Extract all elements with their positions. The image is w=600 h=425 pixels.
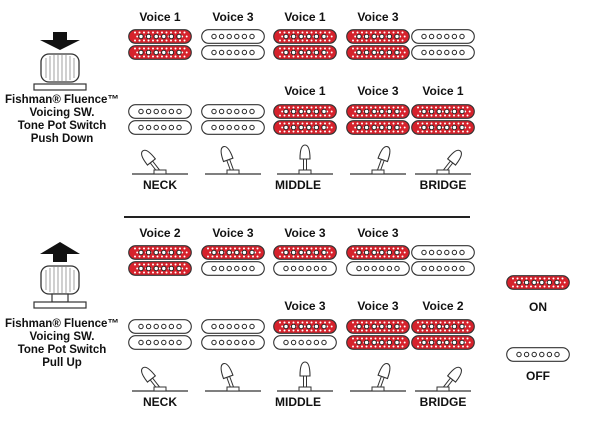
selector-switch-icon (350, 145, 406, 175)
position-label-bridge: BRIDGE (419, 395, 467, 409)
selector-switch-icon (205, 362, 261, 392)
pickup-coil-top (346, 29, 410, 44)
legend-on-coil (506, 275, 570, 290)
pickup-coil-bottom (273, 45, 337, 60)
title-line: Voicing SW. (29, 107, 95, 119)
position-label-neck: NECK (142, 178, 178, 192)
pickup-coil-top (411, 319, 475, 334)
pickup-coil-bottom (273, 335, 337, 350)
voice-label: Voice 1 (139, 10, 181, 24)
tone-knob-push-down-icon (33, 32, 87, 91)
pickup-coil-bottom (346, 261, 410, 276)
pickup-coil-top (201, 29, 265, 44)
selector-switch-icon (277, 361, 333, 392)
pickup-coil-top (346, 245, 410, 260)
selector-switch-icon (132, 366, 188, 392)
pickup-coil-bottom (201, 45, 265, 60)
voice-label: Voice 3 (357, 84, 399, 98)
legend-off-label: OFF (526, 369, 550, 383)
section-title-push-down: Fishman® Fluence™ Voicing SW. Tone Pot S… (2, 94, 122, 146)
pickup-coil-bottom (128, 335, 192, 350)
pickup-coil-top (201, 245, 265, 260)
voice-label: Voice 1 (284, 84, 326, 98)
voice-label: Voice 1 (422, 84, 464, 98)
pickup-coil-top (411, 245, 475, 260)
pickup-coil-bottom (201, 261, 265, 276)
voice-label: Voice 2 (139, 226, 181, 240)
pickup-coil-top (128, 29, 192, 44)
tone-knob-pull-up-icon (33, 242, 87, 309)
legend-off-coil (506, 347, 570, 362)
voice-label: Voice 3 (212, 10, 254, 24)
voice-label: Voice 3 (284, 299, 326, 313)
pickup-coil-bottom (128, 45, 192, 60)
pickup-coil-bottom (128, 120, 192, 135)
pickup-coil-bottom (128, 261, 192, 276)
pickup-coil-bottom (346, 335, 410, 350)
pickup-coil-top (201, 104, 265, 119)
section-divider (124, 216, 470, 218)
selector-switch-icon (277, 144, 333, 175)
pickup-coil-top (273, 245, 337, 260)
pickup-coil-bottom (411, 120, 475, 135)
pickup-coil-bottom (346, 45, 410, 60)
pickup-coil-bottom (411, 45, 475, 60)
selector-switch-icon (415, 149, 471, 175)
title-line: Fishman® Fluence™ (5, 94, 119, 106)
pickup-coil-bottom (411, 335, 475, 350)
pickup-coil-bottom (201, 120, 265, 135)
title-line: Tone Pot Switch (17, 120, 107, 132)
title-line: Tone Pot Switch (17, 344, 107, 356)
position-label-middle: MIDDLE (275, 395, 321, 409)
position-label-neck: NECK (142, 395, 178, 409)
pickup-coil-top (273, 319, 337, 334)
position-label-middle: MIDDLE (275, 178, 321, 192)
pickup-coil-bottom (411, 261, 475, 276)
title-line: Pull Up (42, 357, 82, 369)
voice-label: Voice 2 (422, 299, 464, 313)
voice-label: Voice 3 (357, 299, 399, 313)
voice-label: Voice 3 (284, 226, 326, 240)
pickup-coil-bottom (201, 335, 265, 350)
pickup-coil-top (128, 104, 192, 119)
pickup-coil-top (346, 104, 410, 119)
pickup-coil-top (346, 319, 410, 334)
pickup-coil-top (201, 319, 265, 334)
title-line: Fishman® Fluence™ (5, 318, 119, 330)
legend-on-label: ON (529, 300, 547, 314)
title-line: Voicing SW. (29, 331, 95, 343)
voice-label: Voice 3 (357, 226, 399, 240)
pickup-coil-top (273, 29, 337, 44)
pickup-coil-top (411, 104, 475, 119)
pickup-coil-bottom (346, 120, 410, 135)
selector-switch-icon (205, 145, 261, 175)
selector-switch-icon (132, 149, 188, 175)
position-label-bridge: BRIDGE (419, 178, 467, 192)
pickup-coil-bottom (273, 120, 337, 135)
voice-label: Voice 1 (284, 10, 326, 24)
selector-switch-icon (415, 366, 471, 392)
voice-label: Voice 3 (212, 226, 254, 240)
selector-switch-icon (350, 362, 406, 392)
pickup-coil-top (273, 104, 337, 119)
pickup-coil-bottom (273, 261, 337, 276)
voice-label: Voice 3 (357, 10, 399, 24)
title-line: Push Down (30, 133, 94, 145)
pickup-coil-top (411, 29, 475, 44)
section-title-pull-up: Fishman® Fluence™ Voicing SW. Tone Pot S… (2, 318, 122, 370)
pickup-coil-top (128, 245, 192, 260)
pickup-coil-top (128, 319, 192, 334)
